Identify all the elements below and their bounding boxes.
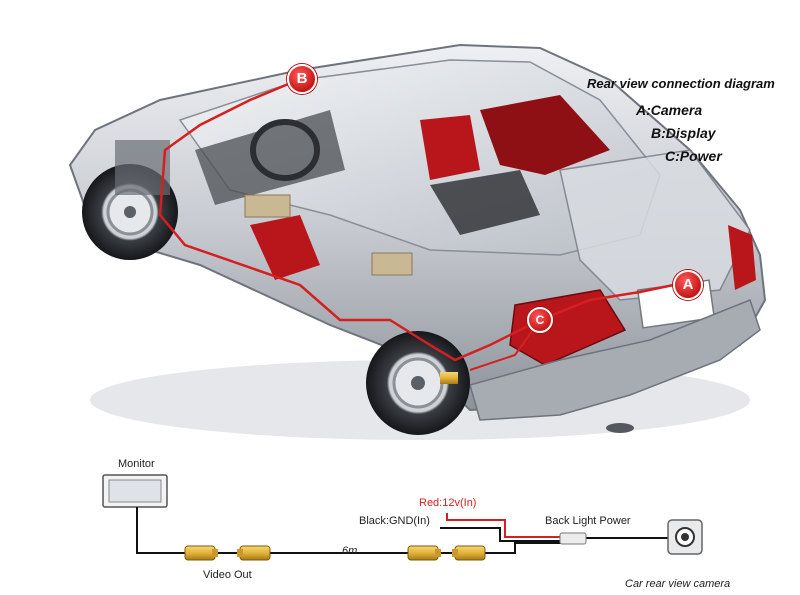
exhaust-pipe xyxy=(606,423,634,433)
rear-seat-2 xyxy=(430,170,540,235)
cable-length-label: 6m xyxy=(342,545,358,557)
red-wire-harness xyxy=(158,78,684,362)
right-taillight xyxy=(728,225,756,290)
trunk-lid xyxy=(559,149,751,301)
rca-connector-4 xyxy=(452,545,486,561)
red-wire-label: Red:12v(In) xyxy=(419,497,477,509)
monitor-label: Monitor xyxy=(118,458,155,470)
connector-rear xyxy=(440,372,458,384)
rca-connector-2 xyxy=(237,545,271,561)
diagram-title: Rear view connection diagram xyxy=(587,76,775,91)
front-left-seat xyxy=(250,215,320,280)
steering-wheel xyxy=(250,119,320,181)
marker-b-display: B xyxy=(287,64,317,94)
rca-connector-1 xyxy=(184,545,218,561)
engine-block xyxy=(115,140,170,195)
rear-bumper xyxy=(469,299,761,421)
module-middle xyxy=(371,252,413,276)
marker-a-camera: A xyxy=(673,270,703,300)
legend-display: B:Display xyxy=(651,125,716,141)
camera-label: Car rear view camera xyxy=(625,578,731,590)
rear-seat xyxy=(480,95,610,175)
red-power-wire xyxy=(446,513,560,538)
red-wire-branch xyxy=(469,319,541,371)
video-out-label: Video Out xyxy=(203,569,252,581)
monitor-screen xyxy=(108,479,162,503)
rca-connector-3 xyxy=(407,545,441,561)
legend-camera: A:Camera xyxy=(636,102,703,118)
module-left xyxy=(244,194,291,218)
black-gnd-wire xyxy=(440,527,560,542)
front-right-seat xyxy=(420,115,480,180)
back-light-label: Back Light Power xyxy=(545,515,631,527)
black-wire-label: Black:GND(In) xyxy=(359,515,430,527)
video-cable xyxy=(136,507,185,554)
marker-c-power: C xyxy=(527,307,553,333)
inline-fuse xyxy=(559,532,587,545)
legend-power: C:Power xyxy=(665,148,722,164)
